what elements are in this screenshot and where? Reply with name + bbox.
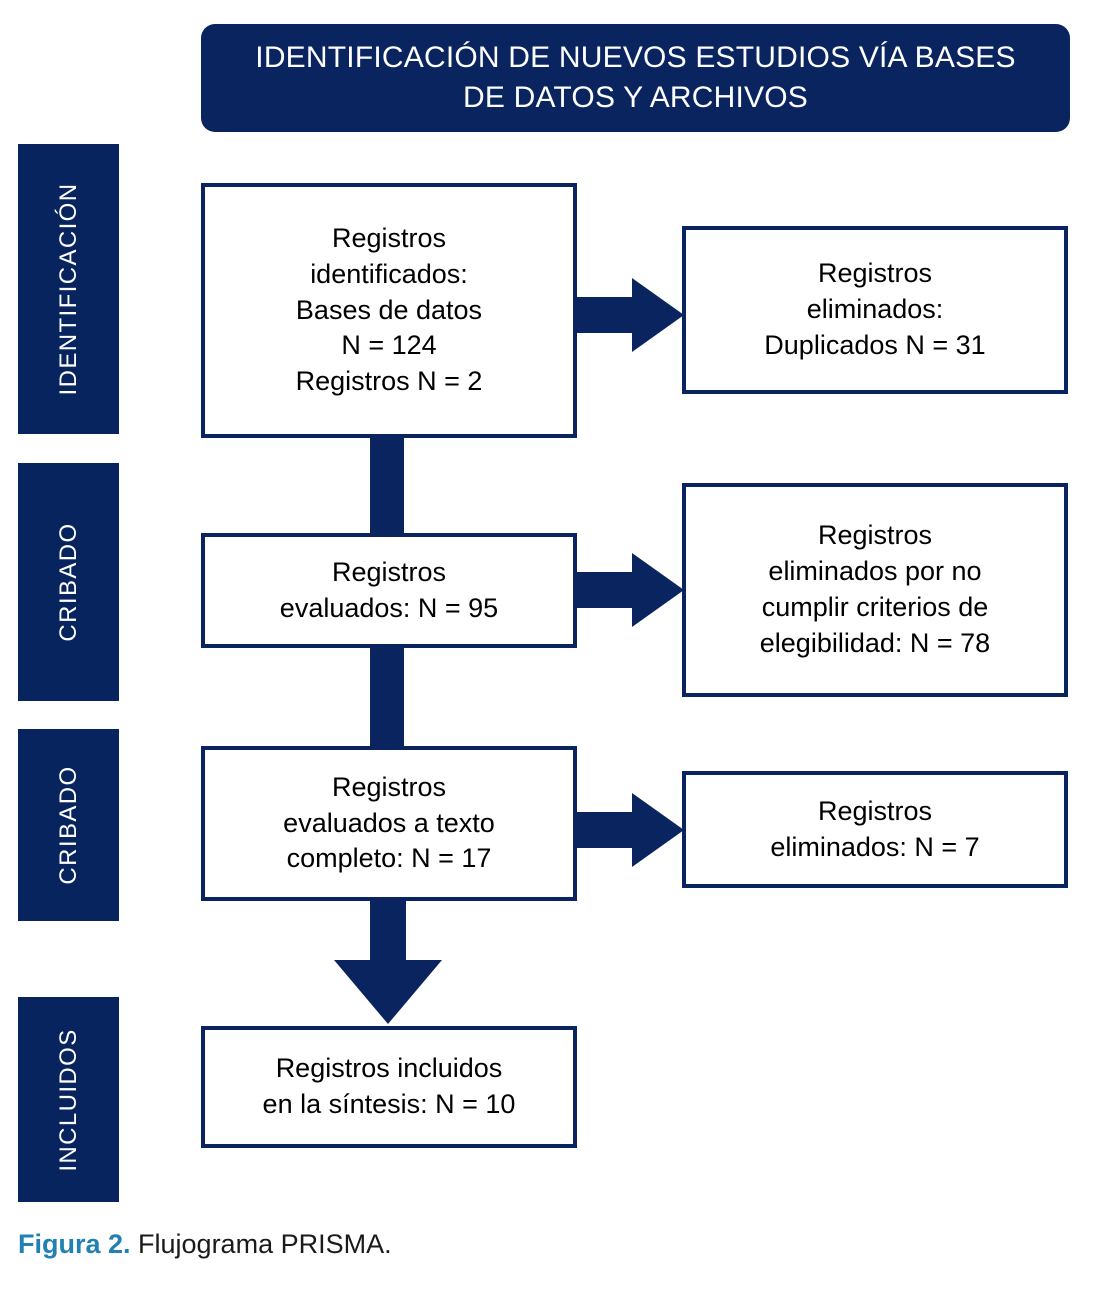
arrow-screened-to-excluded [574, 553, 684, 627]
box-records-identified: Registros identificados: Bases de datos … [201, 183, 577, 438]
figure-caption-label: Figura 2. [18, 1229, 131, 1259]
stage-band-cribado-1: CRIBADO [18, 463, 119, 701]
stage-label-cribado-2: CRIBADO [54, 765, 82, 885]
stage-label-identificacion: IDENTIFICACIÓN [54, 182, 82, 396]
box-records-identified-text: Registros identificados: Bases de datos … [295, 222, 483, 397]
box-fulltext-assessed-text: Registros evaluados a texto completo: N … [283, 771, 495, 874]
arrow-identified-to-duplicates [574, 278, 684, 352]
box-duplicates-removed-text: Registros eliminados: Duplicados N = 31 [764, 258, 986, 360]
stage-band-identificacion: IDENTIFICACIÓN [18, 144, 119, 434]
box-fulltext-excluded-text: Registros eliminados: N = 7 [770, 795, 980, 862]
stage-band-incluidos: INCLUIDOS [18, 997, 119, 1202]
stage-label-incluidos: INCLUIDOS [54, 1027, 82, 1172]
arrow-fulltext-to-excluded [574, 793, 684, 867]
figure-caption-text: Flujograma PRISMA. [130, 1229, 392, 1259]
stage-label-cribado-1: CRIBADO [54, 522, 82, 642]
box-fulltext-assessed: Registros evaluados a texto completo: N … [201, 746, 577, 901]
box-duplicates-removed: Registros eliminados: Duplicados N = 31 [682, 226, 1068, 394]
box-excluded-criteria-text: Registros eliminados por no cumplir crit… [759, 520, 991, 658]
box-records-screened: Registros evaluados: N = 95 [201, 533, 577, 648]
box-records-included: Registros incluidos en la síntesis: N = … [201, 1026, 577, 1148]
box-records-included-text: Registros incluidos en la síntesis: N = … [262, 1053, 516, 1119]
box-records-screened-text: Registros evaluados: N = 95 [279, 556, 499, 623]
header-banner: IDENTIFICACIÓN DE NUEVOS ESTUDIOS VÍA BA… [201, 24, 1070, 132]
connector-screened-to-fulltext [370, 647, 404, 748]
connector-identified-to-screened [370, 436, 404, 536]
stage-band-cribado-2: CRIBADO [18, 729, 119, 921]
box-fulltext-excluded: Registros eliminados: N = 7 [682, 771, 1068, 888]
figure-caption: Figura 2. Flujograma PRISMA. [18, 1228, 392, 1260]
box-excluded-criteria: Registros eliminados por no cumplir crit… [682, 483, 1068, 697]
header-title: IDENTIFICACIÓN DE NUEVOS ESTUDIOS VÍA BA… [255, 41, 1016, 114]
arrow-fulltext-to-included [334, 898, 442, 1024]
